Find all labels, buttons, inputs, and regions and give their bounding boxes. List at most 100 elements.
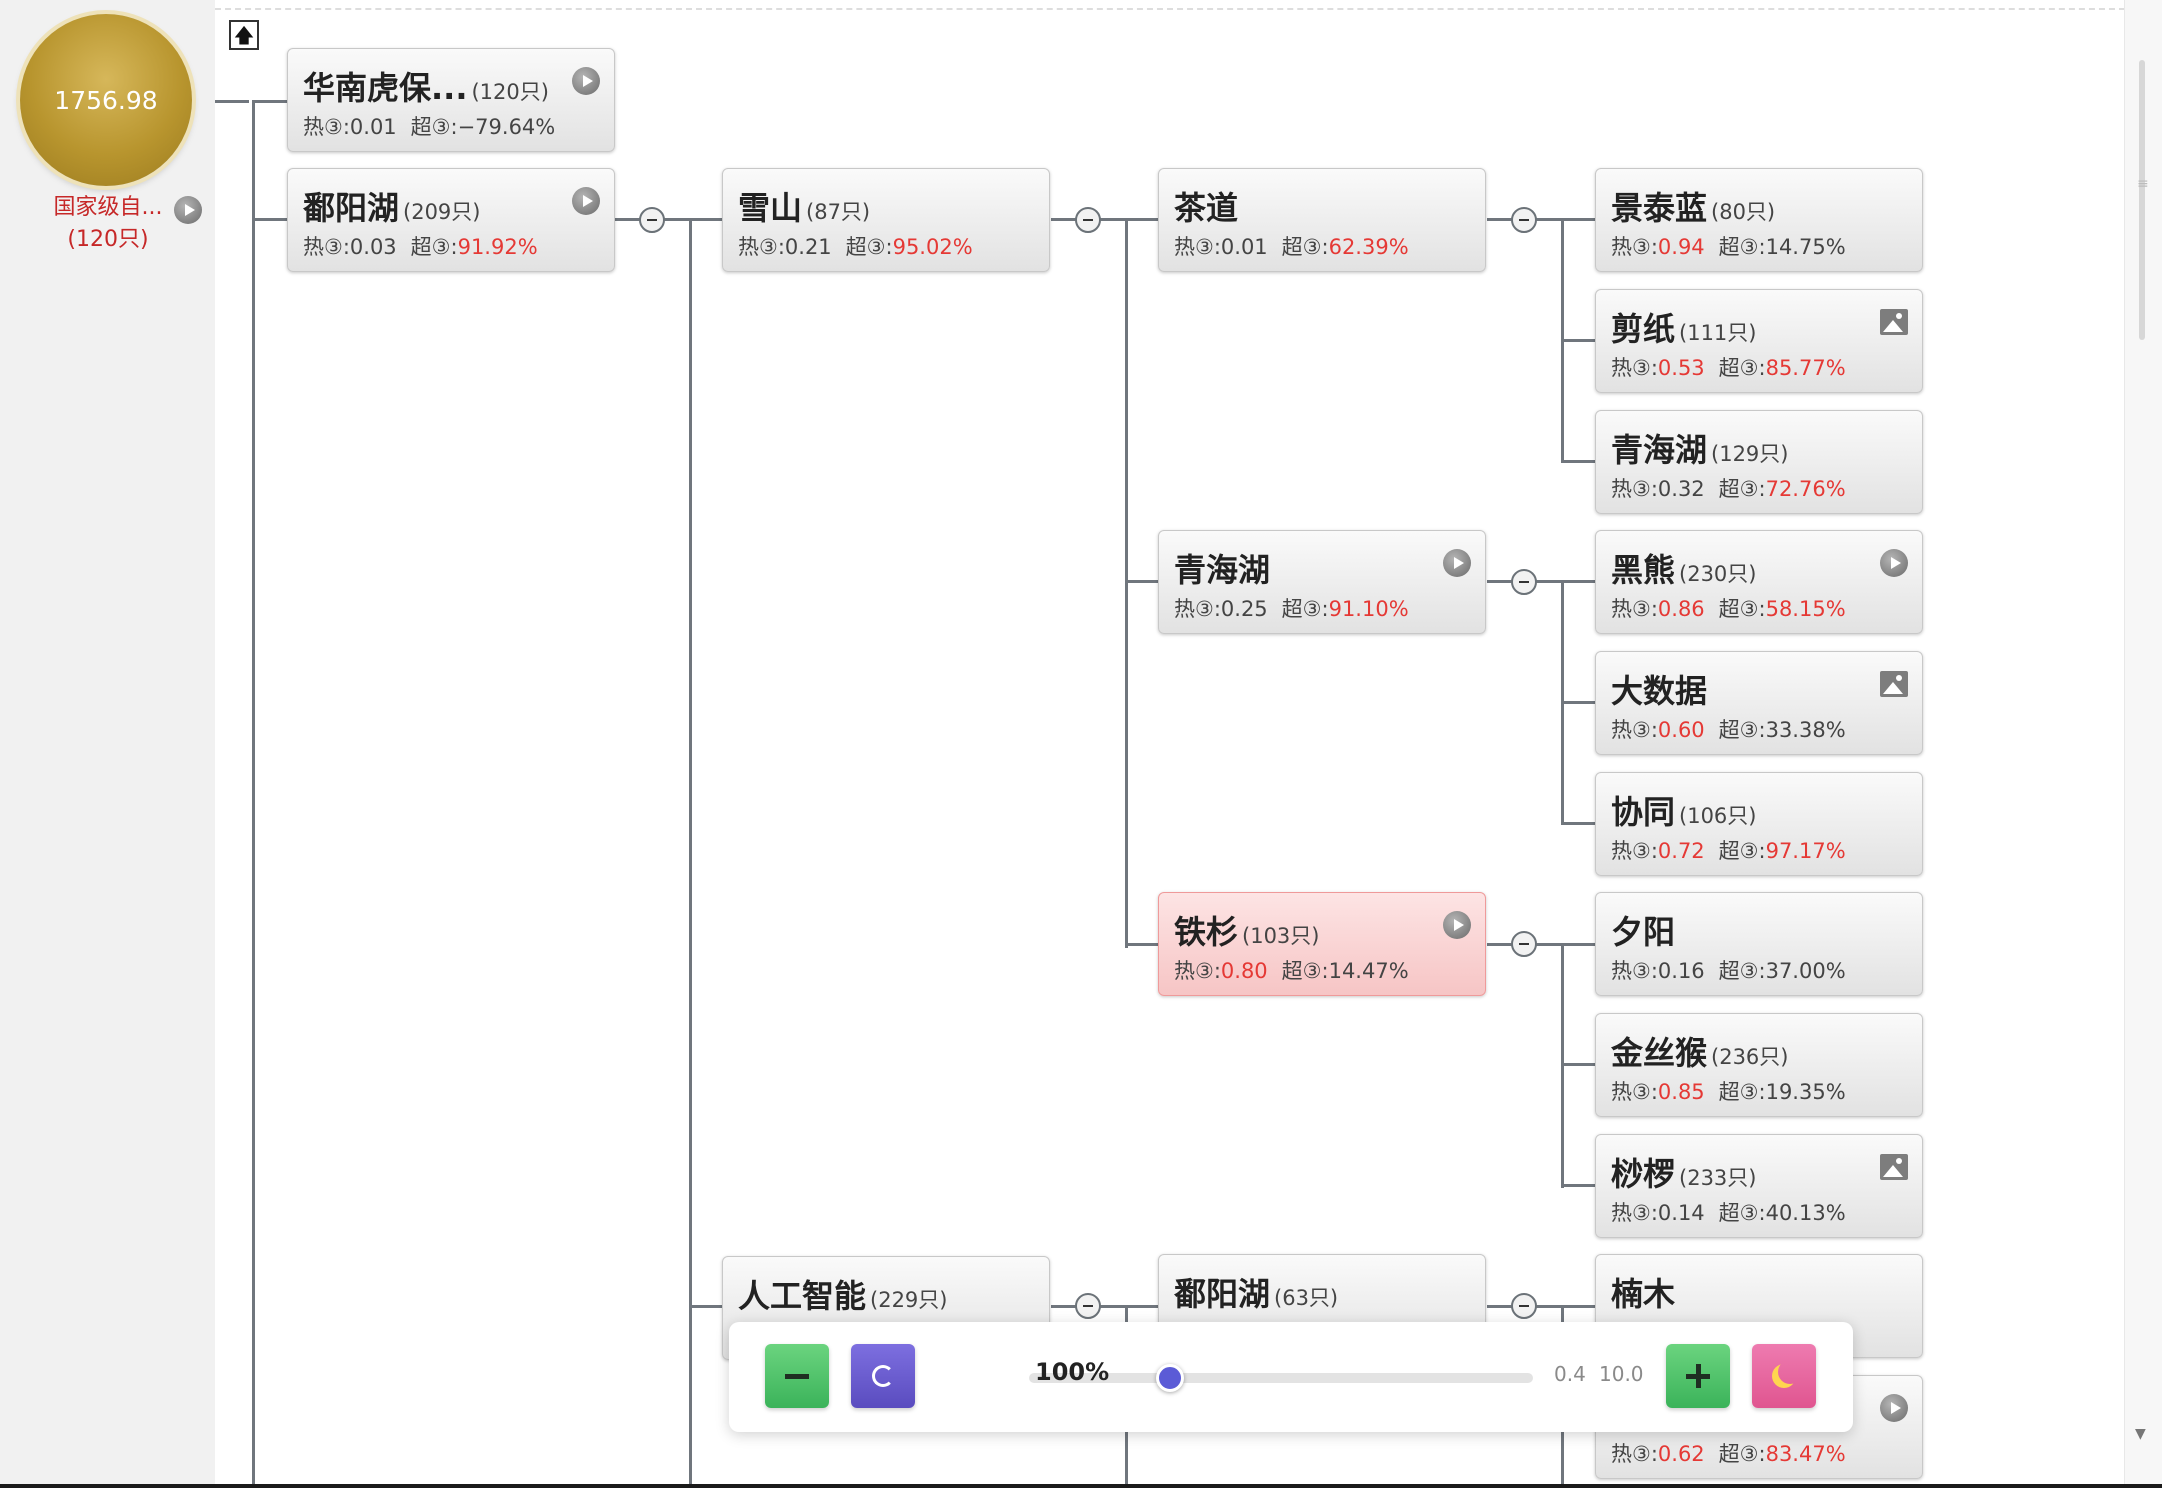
super-label: 超③: bbox=[1718, 477, 1766, 501]
collapse-toggle-icon[interactable] bbox=[1511, 931, 1537, 957]
zoom-min-label: 0.4 bbox=[1554, 1362, 1586, 1386]
root-node-circle[interactable]: 1756.98 bbox=[20, 14, 192, 186]
connector-line bbox=[1125, 580, 1158, 583]
super-label: 超③: bbox=[1281, 235, 1329, 259]
heat-value: 0.53 bbox=[1657, 356, 1705, 380]
node-name: 人工智能 bbox=[738, 1277, 867, 1315]
image-icon[interactable] bbox=[1880, 671, 1908, 697]
scrollbar-thumb[interactable] bbox=[2139, 60, 2145, 340]
play-icon[interactable] bbox=[174, 196, 202, 224]
connector-line bbox=[1051, 1305, 1158, 1308]
collapse-toggle-icon[interactable] bbox=[1075, 207, 1101, 233]
image-icon[interactable] bbox=[1880, 1154, 1908, 1180]
super-label: 超③: bbox=[1718, 1080, 1766, 1104]
collapse-toggle-icon[interactable] bbox=[1075, 1293, 1101, 1319]
theme-toggle-button[interactable] bbox=[1752, 1344, 1816, 1408]
connector-line bbox=[1561, 339, 1595, 342]
super-value: 83.47% bbox=[1765, 1442, 1846, 1466]
heat-label: 热③: bbox=[1174, 235, 1221, 259]
collapse-toggle-icon[interactable] bbox=[1511, 207, 1537, 233]
plus-icon bbox=[1686, 1364, 1710, 1388]
connector-line bbox=[1487, 1305, 1595, 1308]
grip-icon: ≡ bbox=[2137, 176, 2149, 192]
node-count: (230只) bbox=[1679, 562, 1757, 586]
connector-line bbox=[615, 218, 722, 221]
zoom-slider-track[interactable] bbox=[1029, 1373, 1533, 1383]
play-icon[interactable] bbox=[572, 67, 600, 95]
vertical-scrollbar[interactable]: ≡ ▼ bbox=[2124, 0, 2162, 1488]
collapse-toggle-icon[interactable] bbox=[639, 207, 665, 233]
up-arrow-icon: 🡅 bbox=[233, 23, 255, 47]
connector-line bbox=[1487, 580, 1595, 583]
heat-value: 0.01 bbox=[349, 115, 397, 139]
super-label: 超③: bbox=[1718, 1442, 1766, 1466]
super-value: 62.39% bbox=[1328, 235, 1409, 259]
node-title: 剪纸(111只) bbox=[1611, 304, 1756, 350]
heat-label: 热③: bbox=[738, 235, 785, 259]
zoom-slider-thumb[interactable] bbox=[1156, 1364, 1185, 1392]
root-label[interactable]: 国家级自... (120只) bbox=[18, 192, 198, 256]
heat-value: 0.80 bbox=[1220, 959, 1268, 983]
connector-line bbox=[252, 100, 287, 103]
root-value: 1756.98 bbox=[54, 85, 158, 115]
node-title: 茶道 bbox=[1174, 183, 1242, 229]
node-name: 大数据 bbox=[1611, 672, 1708, 710]
top-divider bbox=[215, 8, 2125, 10]
heat-label: 热③: bbox=[1611, 1201, 1658, 1225]
node-count: (87只) bbox=[806, 200, 871, 224]
super-value: 33.38% bbox=[1765, 718, 1846, 742]
node-count: (209只) bbox=[403, 200, 481, 224]
super-value: 58.15% bbox=[1765, 597, 1846, 621]
play-icon[interactable] bbox=[572, 187, 600, 215]
heat-value: 0.86 bbox=[1657, 597, 1705, 621]
super-value: 40.13% bbox=[1765, 1201, 1846, 1225]
super-label: 超③: bbox=[1281, 959, 1329, 983]
super-label: 超③: bbox=[1718, 1201, 1766, 1225]
image-icon[interactable] bbox=[1880, 309, 1908, 335]
zoom-in-button[interactable] bbox=[1666, 1344, 1730, 1408]
node-name: 青海湖 bbox=[1174, 551, 1271, 589]
super-label: 超③: bbox=[1718, 718, 1766, 742]
up-arrow-button[interactable]: 🡅 bbox=[229, 20, 259, 50]
play-icon[interactable] bbox=[1880, 1394, 1908, 1422]
play-icon[interactable] bbox=[1880, 549, 1908, 577]
sidebar: 1756.98 国家级自... (120只) bbox=[0, 0, 215, 1488]
play-icon[interactable] bbox=[1443, 549, 1471, 577]
super-label: 超③: bbox=[1718, 356, 1766, 380]
play-icon[interactable] bbox=[1443, 911, 1471, 939]
super-value: 91.10% bbox=[1328, 597, 1409, 621]
node-count: (233只) bbox=[1679, 1166, 1757, 1190]
super-label: 超③: bbox=[410, 115, 458, 139]
node-title: 鄱阳湖(63只) bbox=[1174, 1269, 1338, 1315]
collapse-toggle-icon[interactable] bbox=[1511, 1293, 1537, 1319]
collapse-toggle-icon[interactable] bbox=[1511, 569, 1537, 595]
reset-button[interactable] bbox=[851, 1344, 915, 1408]
minus-icon bbox=[785, 1373, 809, 1379]
node-name: 鄱阳湖 bbox=[303, 189, 400, 227]
scroll-down-arrow-icon[interactable]: ▼ bbox=[2135, 1426, 2146, 1442]
zoom-out-button[interactable] bbox=[765, 1344, 829, 1408]
